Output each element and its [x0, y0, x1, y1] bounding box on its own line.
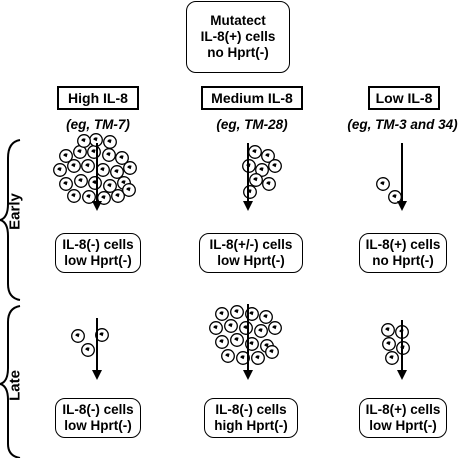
- cell: [111, 189, 125, 203]
- early-row-brace: [0, 139, 21, 301]
- source-cells-box: Mutatect IL-8(+) cells no Hprt(-): [186, 1, 290, 73]
- cell: [251, 351, 265, 365]
- source-line-3: no Hprt(-): [207, 45, 269, 60]
- cell: [268, 321, 282, 335]
- result-line-2: low Hprt(-): [217, 253, 285, 268]
- column-header-high: High IL-8: [57, 86, 139, 110]
- result-early-low: IL-8(+) cells no Hprt(-): [359, 233, 447, 273]
- result-early-high: IL-8(-) cells low Hprt(-): [55, 233, 141, 273]
- cell: [95, 328, 109, 342]
- cell: [248, 145, 262, 159]
- cell: [110, 165, 124, 179]
- cell: [236, 351, 250, 365]
- cell: [102, 148, 116, 162]
- column-header-low: Low IL-8: [368, 86, 440, 110]
- cell: [97, 191, 111, 205]
- result-late-medium: IL-8(-) cells high Hprt(-): [204, 398, 298, 438]
- result-line-2: low Hprt(-): [64, 418, 132, 433]
- cell: [67, 189, 81, 203]
- cell: [59, 177, 73, 191]
- cell: [82, 190, 96, 204]
- result-line-1: IL-8(+) cells: [365, 402, 441, 417]
- cell: [87, 145, 101, 159]
- result-late-high: IL-8(-) cells low Hprt(-): [55, 398, 141, 438]
- cell: [77, 134, 91, 148]
- late-row-brace: [0, 305, 21, 458]
- cell: [103, 179, 117, 193]
- column-example-medium: (eg, TM-28): [216, 117, 288, 132]
- cell: [262, 177, 276, 191]
- cell: [59, 149, 73, 163]
- column-example-high: (eg, TM-7): [66, 117, 130, 132]
- cell: [255, 163, 269, 177]
- cell: [254, 324, 268, 338]
- row-label-late: Late: [6, 370, 24, 401]
- result-line-1: IL-8(+/-) cells: [209, 237, 293, 252]
- cell: [67, 159, 81, 173]
- result-line-1: IL-8(+) cells: [365, 237, 441, 252]
- result-line-2: low Hprt(-): [369, 418, 437, 433]
- cell: [261, 149, 275, 163]
- cell: [221, 349, 235, 363]
- cell: [376, 177, 390, 191]
- cell: [74, 174, 88, 188]
- result-line-2: no Hprt(-): [372, 253, 434, 268]
- cell: [122, 183, 136, 197]
- cell: [81, 159, 95, 173]
- cell: [215, 307, 229, 321]
- column-header-medium: Medium IL-8: [201, 86, 303, 110]
- cell: [259, 310, 273, 324]
- cell: [73, 145, 87, 159]
- cell: [249, 173, 263, 187]
- cell: [388, 190, 402, 204]
- cell: [96, 163, 110, 177]
- column-example-low: (eg, TM-3 and 34): [347, 117, 458, 132]
- cell: [382, 337, 396, 351]
- cell: [81, 343, 95, 357]
- cell: [224, 319, 238, 333]
- cell: [230, 305, 244, 319]
- cell: [123, 161, 137, 175]
- cell: [239, 321, 253, 335]
- result-early-medium: IL-8(+/-) cells low Hprt(-): [199, 233, 303, 273]
- cell: [209, 321, 223, 335]
- cell: [53, 163, 67, 177]
- cell: [215, 335, 229, 349]
- result-late-low: IL-8(+) cells low Hprt(-): [359, 398, 447, 438]
- source-line-2: IL-8(+) cells: [200, 29, 276, 44]
- cell: [103, 135, 117, 149]
- result-line-1: IL-8(-) cells: [62, 237, 134, 252]
- result-line-2: high Hprt(-): [214, 418, 288, 433]
- cell: [115, 151, 129, 165]
- result-line-2: low Hprt(-): [64, 253, 132, 268]
- row-label-early: Early: [6, 193, 24, 230]
- cell: [265, 345, 279, 359]
- result-line-1: IL-8(-) cells: [215, 402, 287, 417]
- cell: [243, 185, 257, 199]
- cell: [268, 159, 282, 173]
- result-line-1: IL-8(-) cells: [62, 402, 134, 417]
- cell: [381, 323, 395, 337]
- cell: [71, 329, 85, 343]
- cell: [385, 351, 399, 365]
- cell: [88, 176, 102, 190]
- source-line-1: Mutatect: [210, 13, 266, 28]
- cell: [230, 333, 244, 347]
